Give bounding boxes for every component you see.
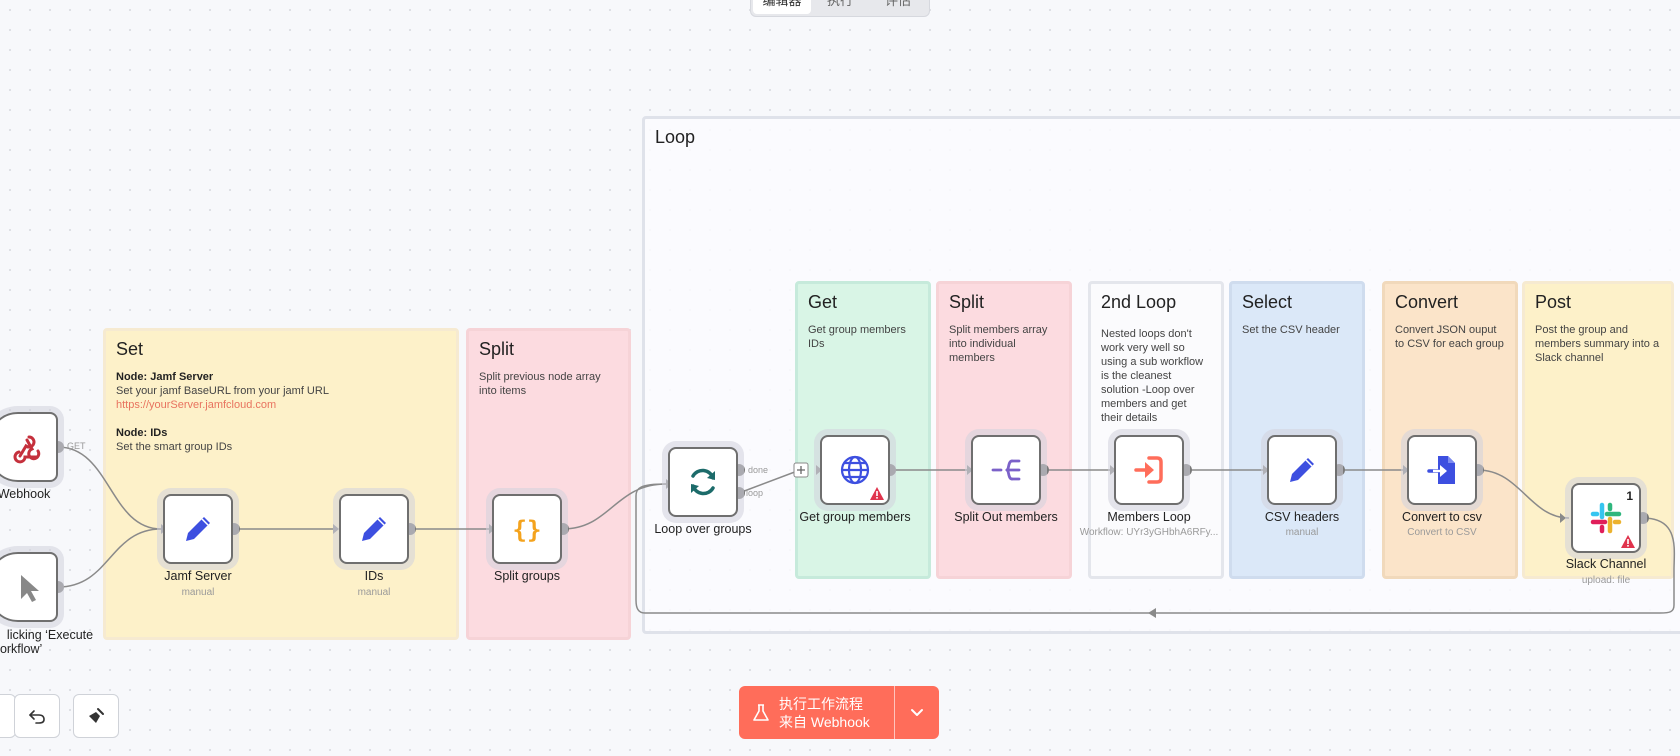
- sticky-2nd-loop-title: 2nd Loop: [1101, 292, 1177, 312]
- execute-workflow-line1: 执行工作流程: [779, 695, 863, 712]
- node-manual-trigger[interactable]: [0, 552, 58, 622]
- sticky-2nd-loop-body: Nested loops don't work very well so usi…: [1101, 328, 1204, 424]
- node-webhook-label: Webhook: [0, 487, 51, 501]
- sticky-split-body: Split previous node array into items: [479, 371, 601, 397]
- node-jamf-server[interactable]: [163, 494, 233, 564]
- node-slack-badge: 1: [1626, 489, 1633, 503]
- node-convert-to-csv-sub: Convert to CSV: [1407, 527, 1477, 538]
- convert-file-icon: [1427, 456, 1455, 484]
- webhook-icon: [13, 435, 41, 464]
- warning-icon[interactable]: [1621, 535, 1635, 548]
- slack-icon: [1590, 502, 1622, 534]
- add-node-connector[interactable]: [793, 462, 809, 478]
- undo-button[interactable]: [14, 694, 60, 738]
- pencil-icon: [1290, 458, 1314, 482]
- node-get-group-members-label: Get group members: [799, 510, 911, 524]
- sticky-split-title: Split: [479, 339, 515, 359]
- sticky-convert[interactable]: Convert Convert JSON ouput to CSV for ea…: [1382, 281, 1518, 579]
- clean-canvas-button[interactable]: [73, 694, 119, 738]
- braces-icon: {}: [513, 516, 542, 544]
- node-members-loop[interactable]: [1114, 435, 1184, 505]
- tab-editor[interactable]: 编辑器: [753, 0, 811, 14]
- execute-divider: [894, 686, 895, 739]
- sticky-set-title: Set: [116, 339, 144, 359]
- sticky-convert-body: Convert JSON ouput to CSV for each group: [1395, 324, 1504, 350]
- node-split-groups[interactable]: {}: [492, 494, 562, 564]
- node-split-out-members-label: Split Out members: [954, 510, 1058, 524]
- sticky-get[interactable]: Get Get group members IDs: [795, 281, 931, 579]
- flask-icon: [753, 703, 769, 721]
- node-webhook[interactable]: [0, 412, 58, 482]
- tab-evaluations[interactable]: 评估: [884, 0, 911, 8]
- node-csv-headers[interactable]: [1267, 435, 1337, 505]
- broom-icon: [89, 708, 104, 723]
- sticky-set-node2-text: Set the smart group IDs: [116, 441, 233, 453]
- pencil-icon: [186, 517, 210, 541]
- sticky-get-title: Get: [808, 292, 838, 312]
- execute-workflow-main[interactable]: 执行工作流程 来自 Webhook: [739, 686, 894, 739]
- svg-text:{}: {}: [513, 516, 542, 544]
- sticky-split-groups[interactable]: Split Split previous node array into ite…: [466, 328, 631, 640]
- execute-options-dropdown[interactable]: [895, 686, 939, 739]
- node-loop-over-groups[interactable]: [668, 447, 738, 517]
- node-members-loop-sub: Workflow: UYr3yGHbhA6RFy...: [1079, 527, 1219, 538]
- pencil-icon: [362, 517, 386, 541]
- sticky-loop-title: Loop: [655, 127, 696, 147]
- node-slack-channel-label: Slack Channel: [1565, 557, 1647, 571]
- sticky-split-members-title: Split: [949, 292, 985, 312]
- node-ids-label: IDs: [364, 569, 384, 583]
- tab-executions[interactable]: 执行: [826, 0, 853, 8]
- sticky-post-title: Post: [1535, 292, 1572, 312]
- view-tabs: 编辑器 执行 评估: [750, 0, 930, 17]
- sticky-2nd-loop[interactable]: 2nd Loop Nested loops don't work very we…: [1088, 281, 1224, 579]
- sign-in-icon: [1134, 456, 1163, 484]
- node-get-group-members[interactable]: [820, 435, 890, 505]
- node-manual-label-2: vorkflow’: [0, 642, 43, 656]
- node-csv-headers-label: CSV headers: [1264, 510, 1340, 524]
- refresh-icon: [691, 468, 715, 496]
- execute-workflow-button[interactable]: 执行工作流程 来自 Webhook: [739, 686, 939, 739]
- node-split-groups-label: Split groups: [493, 569, 560, 583]
- sticky-select-body: Set the CSV header: [1242, 324, 1340, 336]
- node-slack-channel[interactable]: 1: [1571, 483, 1641, 553]
- sticky-set-node1-heading: Node: Jamf Server: [116, 371, 214, 383]
- node-manual-label-1: licking ‘Execute: [6, 628, 94, 642]
- execute-workflow-line2: 来自 Webhook: [779, 713, 870, 730]
- node-jamf-server-sub: manual: [181, 587, 215, 598]
- node-ids[interactable]: [339, 494, 409, 564]
- node-members-loop-label: Members Loop: [1107, 510, 1191, 524]
- node-csv-headers-sub: manual: [1285, 527, 1319, 538]
- webhook-port-label: GET: [67, 441, 86, 451]
- sticky-set-node1-text: Set your jamf BaseURL from your jamf URL: [116, 385, 329, 397]
- globe-icon: [840, 455, 870, 485]
- sticky-get-body: Get group members IDs: [808, 324, 906, 350]
- undo-icon: [29, 710, 45, 724]
- warning-icon[interactable]: [870, 487, 884, 500]
- sticky-set-link[interactable]: https://yourServer.jamfcloud.com: [116, 399, 277, 411]
- node-convert-to-csv[interactable]: [1407, 435, 1477, 505]
- chevron-down-icon: [911, 708, 923, 716]
- sticky-select-title: Select: [1242, 292, 1293, 312]
- sticky-split-members-body: Split members array into individual memb…: [949, 324, 1048, 364]
- sticky-split-members[interactable]: Split Split members array into individua…: [936, 281, 1072, 579]
- node-split-out-members[interactable]: [971, 435, 1041, 505]
- cursor-icon: [21, 575, 39, 602]
- node-slack-channel-sub: upload: file: [1581, 575, 1631, 586]
- sticky-post-body: Post the group and members summary into …: [1535, 324, 1660, 364]
- split-out-icon: [991, 459, 1021, 481]
- node-jamf-server-label: Jamf Server: [164, 569, 232, 583]
- node-ids-sub: manual: [357, 587, 391, 598]
- node-loop-over-groups-label: Loop over groups: [654, 522, 752, 536]
- sticky-select[interactable]: Select Set the CSV header: [1229, 281, 1365, 579]
- node-convert-to-csv-label: Convert to csv: [1402, 510, 1482, 524]
- loop-port-loop-label: loop: [746, 488, 764, 498]
- sticky-convert-title: Convert: [1395, 292, 1459, 312]
- sticky-set-node2-heading: Node: IDs: [116, 427, 168, 439]
- loop-port-done-label: done: [748, 465, 769, 475]
- sticky-set[interactable]: Set Node: Jamf Server Set your jamf Base…: [103, 328, 459, 640]
